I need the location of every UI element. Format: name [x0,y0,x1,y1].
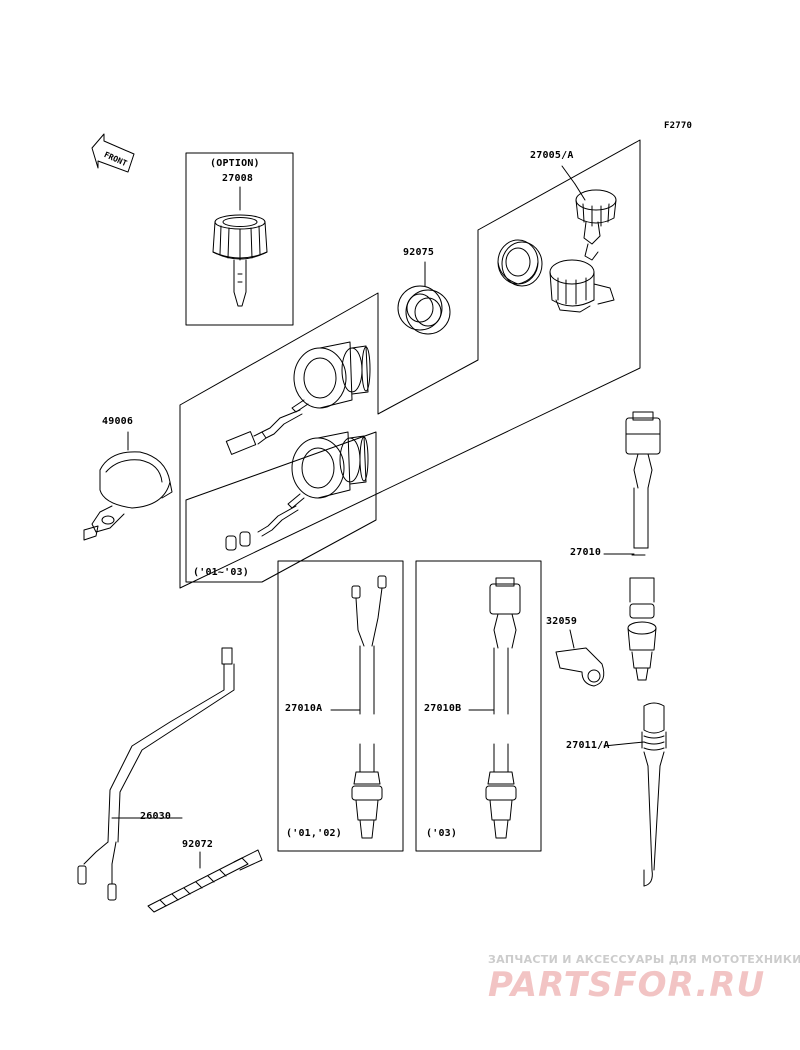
front-arrow-icon: FRONT [91,133,135,173]
callout-26030: 26030 [140,811,172,822]
callout-32059: 32059 [546,616,578,627]
ignition-switch-alt-part [225,431,369,551]
knob-27008-part [212,214,268,307]
callout-27011A: 27011/A [566,740,610,751]
watermark-tagline: ЗАПЧАСТИ И АКСЕССУАРЫ ДЛЯ МОТОТЕХНИКИ [488,953,800,966]
switch-27010A-part [351,575,387,839]
switch-27010-part [625,411,661,681]
ignition-switch-part [225,341,371,455]
callout-27008: 27008 [222,173,254,184]
option-box [185,152,294,326]
year-note-01-03: ('01~'03) [193,567,249,578]
alt-switch-box [185,431,377,583]
switch-27010B-box [415,560,542,852]
clamp-32059-part [555,629,605,687]
year-note-01-02: ('01,'02) [286,828,342,839]
strap-92072-part [147,849,263,913]
nut-92075-part [397,261,451,335]
option-note: (OPTION) [210,158,260,169]
switch-27010A-box [277,560,404,852]
leader-lines [111,186,645,869]
ring-nut-part [497,239,543,287]
ignition-switch-box [179,139,641,589]
year-note-03: ('03) [426,828,458,839]
harness-26030-part [77,647,235,901]
callout-27010A: 27010A [285,703,323,714]
lock-cylinder-part [549,259,615,313]
callout-27010B: 27010B [424,703,462,714]
cover-49006-part [83,431,173,541]
figure-code: F2770 [664,121,693,131]
switch-27010B-part [485,577,521,839]
watermark-logo: PARTSFOR.RU [488,965,766,1005]
callout-27005A: 27005/A [530,150,574,161]
callout-49006: 49006 [102,416,134,427]
cable-27011A-part [641,702,667,887]
callout-92075: 92075 [403,247,435,258]
callout-27010: 27010 [570,547,602,558]
key-cap-part [575,189,617,261]
callout-92072: 92072 [182,839,214,850]
